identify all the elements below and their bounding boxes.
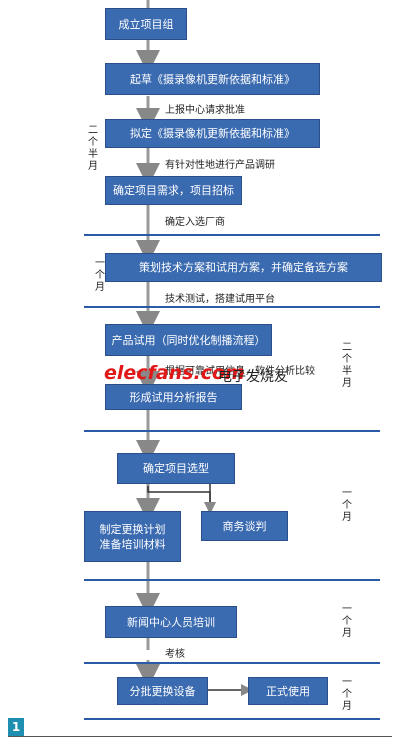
step-finalize-standard: 拟定《摄录像机更新依据和标准》 — [105, 119, 320, 148]
step-official-use: 正式使用 — [248, 677, 328, 705]
note-software-analysis: 根据可靠试用信息，软件分析比较 — [165, 366, 315, 377]
step-form-project-team: 成立项目组 — [105, 8, 187, 40]
step-staff-training: 新闻中心人员培训 — [105, 606, 237, 638]
step-draft-standard: 起草《摄录像机更新依据和标准》 — [105, 63, 320, 95]
step-plan-technical-scheme: 策划技术方案和试用方案，并确定备选方案 — [105, 253, 382, 282]
step-business-negotiation: 商务谈判 — [201, 511, 288, 541]
period-label: 一个月 — [95, 258, 105, 293]
step-product-trial: 产品试用（同时优化制播流程） — [105, 324, 272, 356]
note-report-approval: 上报中心请求批准 — [165, 105, 245, 116]
step-requirements-bidding: 确定项目需求，项目招标 — [105, 176, 242, 205]
note-assessment: 考核 — [165, 649, 185, 660]
period-label: 一个月 — [342, 488, 352, 523]
period-label: 一个月 — [342, 677, 352, 712]
phase-divider — [84, 579, 380, 581]
watermark-logo-cn: 电子发烧友 — [218, 369, 288, 385]
phase-divider — [84, 718, 380, 720]
step-batch-replace: 分批更换设备 — [117, 677, 208, 705]
note-product-research: 有针对性地进行产品调研 — [165, 160, 275, 171]
period-label: 二个半月 — [342, 342, 352, 389]
step-replacement-plan: 制定更换计划 准备培训材料 — [84, 511, 181, 562]
step-trial-report: 形成试用分析报告 — [105, 384, 242, 410]
phase-divider — [84, 306, 380, 308]
note-select-vendors: 确定入选厂商 — [165, 217, 225, 228]
step-select-model: 确定项目选型 — [117, 453, 235, 484]
period-label: 一个月 — [342, 604, 352, 639]
note-technical-testing: 技术测试，搭建试用平台 — [165, 294, 275, 305]
bottom-rule — [8, 736, 392, 737]
step-replacement-plan-line1: 制定更换计划 — [99, 522, 166, 536]
phase-divider — [84, 234, 380, 236]
figure-number-badge: 1 — [8, 718, 24, 736]
step-replacement-plan-line2: 准备培训材料 — [99, 537, 166, 551]
phase-divider — [84, 662, 380, 664]
period-label: 二个半月 — [88, 125, 98, 172]
watermark-logo: elecfans.com — [104, 362, 245, 384]
phase-divider — [84, 430, 380, 432]
